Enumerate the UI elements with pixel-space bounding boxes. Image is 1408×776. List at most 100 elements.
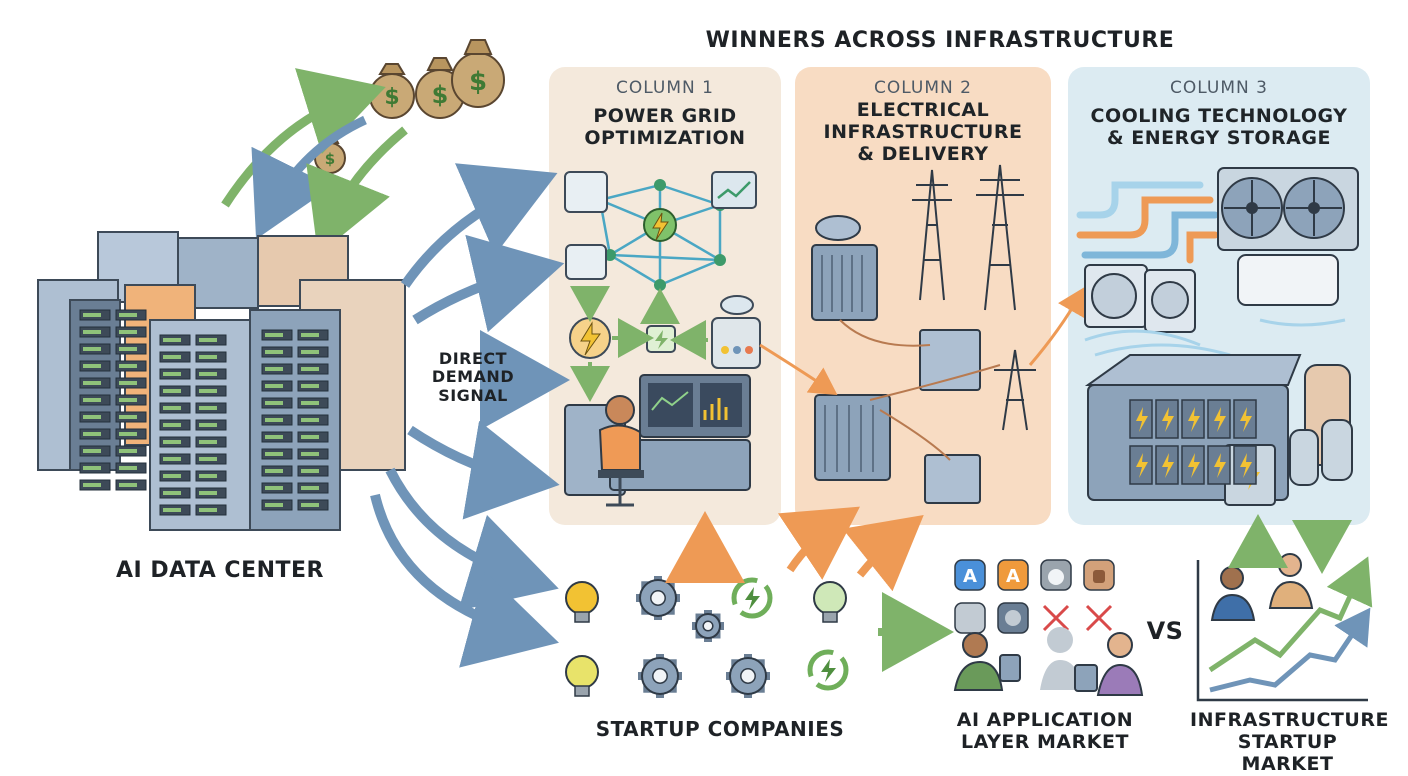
- server-led: [163, 491, 181, 495]
- svg-text:$: $: [469, 67, 487, 97]
- demand-signal-line: DIRECT: [438, 349, 508, 368]
- server-led: [163, 406, 181, 410]
- demand-arrow: [407, 420, 560, 520]
- column-3-header: COLUMN 3: [1170, 78, 1268, 98]
- server-led: [265, 469, 283, 473]
- server-led: [83, 415, 101, 419]
- demand-signal-line: SIGNAL: [438, 385, 508, 405]
- battery-cell: [1233, 445, 1257, 485]
- server-led: [199, 372, 217, 376]
- column-1-title-line: OPTIMIZATION: [584, 126, 746, 149]
- money-arrow: [306, 126, 408, 256]
- server-led: [83, 330, 101, 334]
- battery-cell: [1233, 399, 1257, 439]
- startup-arrow: [842, 515, 924, 592]
- server-led: [301, 435, 319, 439]
- renewable-cycle-icon: [807, 649, 849, 691]
- battery-cell: [1155, 445, 1179, 485]
- server-led: [199, 440, 217, 444]
- server-led: [163, 423, 181, 427]
- server-led: [301, 452, 319, 456]
- demand-arrow: [412, 234, 565, 333]
- server-led: [163, 474, 181, 478]
- infra-market-label: INFRASTRUCTURE STARTUP MARKET: [1190, 709, 1389, 776]
- gear-icon: [638, 654, 682, 698]
- server-led: [83, 432, 101, 436]
- demand-signal-line: DEMAND: [431, 367, 515, 387]
- column-3-title-line: & ENERGY STORAGE: [1107, 126, 1331, 149]
- server-led: [163, 372, 181, 376]
- server-led: [199, 338, 217, 342]
- control-panel-icon: [711, 317, 761, 369]
- data-center-label: AI DATA CENTER: [116, 558, 324, 583]
- gear-icon: [692, 610, 724, 642]
- money-arrow: [221, 68, 386, 208]
- server-led: [199, 423, 217, 427]
- growth-chart-icon: [1196, 553, 1373, 702]
- vs-label: VS: [1146, 617, 1184, 645]
- gear-icon: [726, 654, 770, 698]
- app-market-line: AI APPLICATION: [956, 709, 1134, 731]
- server-led: [163, 389, 181, 393]
- server-led: [119, 466, 137, 470]
- server-led: [83, 449, 101, 453]
- battery-cells: [1129, 399, 1257, 485]
- column-1-header: COLUMN 1: [616, 78, 714, 98]
- column-2-title-line: INFRASTRUCTURE: [823, 120, 1023, 143]
- server-led: [265, 435, 283, 439]
- column-3-title: COOLING TECHNOLOGY & ENERGY STORAGE: [1068, 105, 1370, 150]
- server-led: [301, 418, 319, 422]
- monitor-chart-icon: [711, 171, 757, 209]
- server-led: [199, 355, 217, 359]
- server-led: [163, 457, 181, 461]
- svg-text:A: A: [1006, 566, 1020, 587]
- server-led: [265, 452, 283, 456]
- app-market-label: AI APPLICATION LAYER MARKET: [935, 709, 1155, 754]
- infra-market-line: INFRASTRUCTURE: [1190, 709, 1389, 731]
- server-lights: [79, 309, 329, 516]
- battery-cell: [1129, 445, 1153, 485]
- column-2-title: ELECTRICAL INFRASTRUCTURE & DELIVERY: [795, 99, 1051, 166]
- people-icon: [953, 627, 1144, 696]
- gear-icon: [636, 576, 680, 620]
- startups-label: STARTUP COMPANIES: [595, 717, 845, 741]
- app-store-icon: A A: [954, 559, 1115, 634]
- server-led: [163, 338, 181, 342]
- server-led: [199, 389, 217, 393]
- server-led: [199, 508, 217, 512]
- app-market-line: LAYER MARKET: [961, 730, 1129, 753]
- server-led: [301, 367, 319, 371]
- page-title: WINNERS ACROSS INFRASTRUCTURE: [705, 28, 1175, 53]
- server-led: [265, 486, 283, 490]
- battery-cell: [1207, 445, 1231, 485]
- server-led: [199, 491, 217, 495]
- server-led: [119, 347, 137, 351]
- demand-arrow: [370, 493, 559, 668]
- server-led: [119, 381, 137, 385]
- server-led: [199, 406, 217, 410]
- money-bag-icon: $ $ $ $: [314, 39, 505, 174]
- server-led: [265, 333, 283, 337]
- server-led: [301, 333, 319, 337]
- server-led: [301, 469, 319, 473]
- server-led: [265, 350, 283, 354]
- infra-market-line: STARTUP MARKET: [1237, 730, 1338, 775]
- server-led: [301, 486, 319, 490]
- lightbulb-icon: [813, 581, 847, 623]
- server-led: [163, 508, 181, 512]
- svg-text:A: A: [963, 566, 977, 587]
- operator-icon: [564, 374, 751, 507]
- server-led: [83, 381, 101, 385]
- column-3-title-line: COOLING TECHNOLOGY: [1090, 105, 1348, 127]
- server-led: [199, 474, 217, 478]
- server-led: [119, 415, 137, 419]
- server-led: [119, 364, 137, 368]
- lightbulb-icon: [565, 581, 599, 623]
- startup-icons: [565, 576, 849, 698]
- cooling-fan-icon: [1084, 167, 1359, 333]
- server-led: [119, 313, 137, 317]
- server-led: [265, 367, 283, 371]
- server-led: [199, 457, 217, 461]
- demand-arrow: [400, 163, 558, 288]
